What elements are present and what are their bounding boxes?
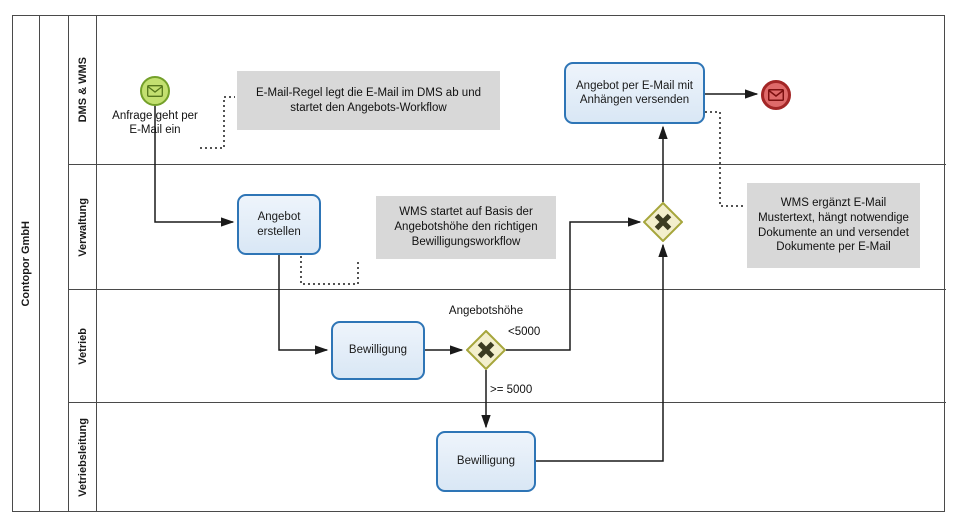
pool-label: Contopor GmbH — [20, 220, 32, 307]
gateway-split[interactable] — [466, 330, 506, 370]
lane-vertrieb: Vetrieb — [69, 290, 946, 403]
pool-header: Contopor GmbH — [12, 15, 40, 512]
exclusive-gateway-x-icon — [477, 341, 495, 359]
envelope-icon — [147, 85, 163, 97]
lane-vertriebsleitung: Vetriebsleitung — [69, 403, 946, 512]
lane-label-vertriebsleitung: Vetriebsleitung — [69, 403, 97, 512]
envelope-icon — [768, 89, 784, 101]
start-event-message[interactable] — [140, 76, 170, 106]
condition-label-greater: >= 5000 — [490, 384, 533, 396]
lane-label-vertrieb: Vetrieb — [69, 290, 97, 402]
annotation-wms-send: WMS ergänzt E-Mail Mustertext, hängt not… — [747, 183, 920, 268]
lane-label-verwaltung: Verwaltung — [69, 165, 97, 289]
task-bewilligung-leitung[interactable]: Bewilligung — [436, 431, 536, 492]
annotation-wms-start: WMS startet auf Basis der Angebotshöhe d… — [376, 196, 556, 259]
task-erstellen[interactable]: Angebot erstellen — [237, 194, 321, 255]
lane-label-text: Vetriebsleitung — [76, 418, 89, 497]
gateway-title-label: Angebotshöhe — [448, 305, 524, 317]
lane-label-text: Vetrieb — [76, 327, 89, 365]
lane-dms-wms: DMS & WMS — [69, 15, 946, 165]
annotation-dms: E-Mail-Regel legt die E-Mail im DMS ab u… — [237, 71, 500, 130]
task-bewilligung-vertrieb[interactable]: Bewilligung — [331, 321, 425, 380]
start-event-label: Anfrage geht per E-Mail ein — [112, 110, 198, 136]
lane-label-dms-wms: DMS & WMS — [69, 15, 97, 164]
exclusive-gateway-x-icon — [654, 213, 672, 231]
end-event-message[interactable] — [761, 80, 791, 110]
task-versenden[interactable]: Angebot per E-Mail mit Anhängen versende… — [564, 62, 705, 124]
condition-label-less: <5000 — [508, 326, 541, 338]
gateway-merge[interactable] — [643, 202, 683, 242]
lane-label-text: Verwaltung — [76, 197, 89, 257]
lane-label-text: DMS & WMS — [76, 56, 89, 123]
